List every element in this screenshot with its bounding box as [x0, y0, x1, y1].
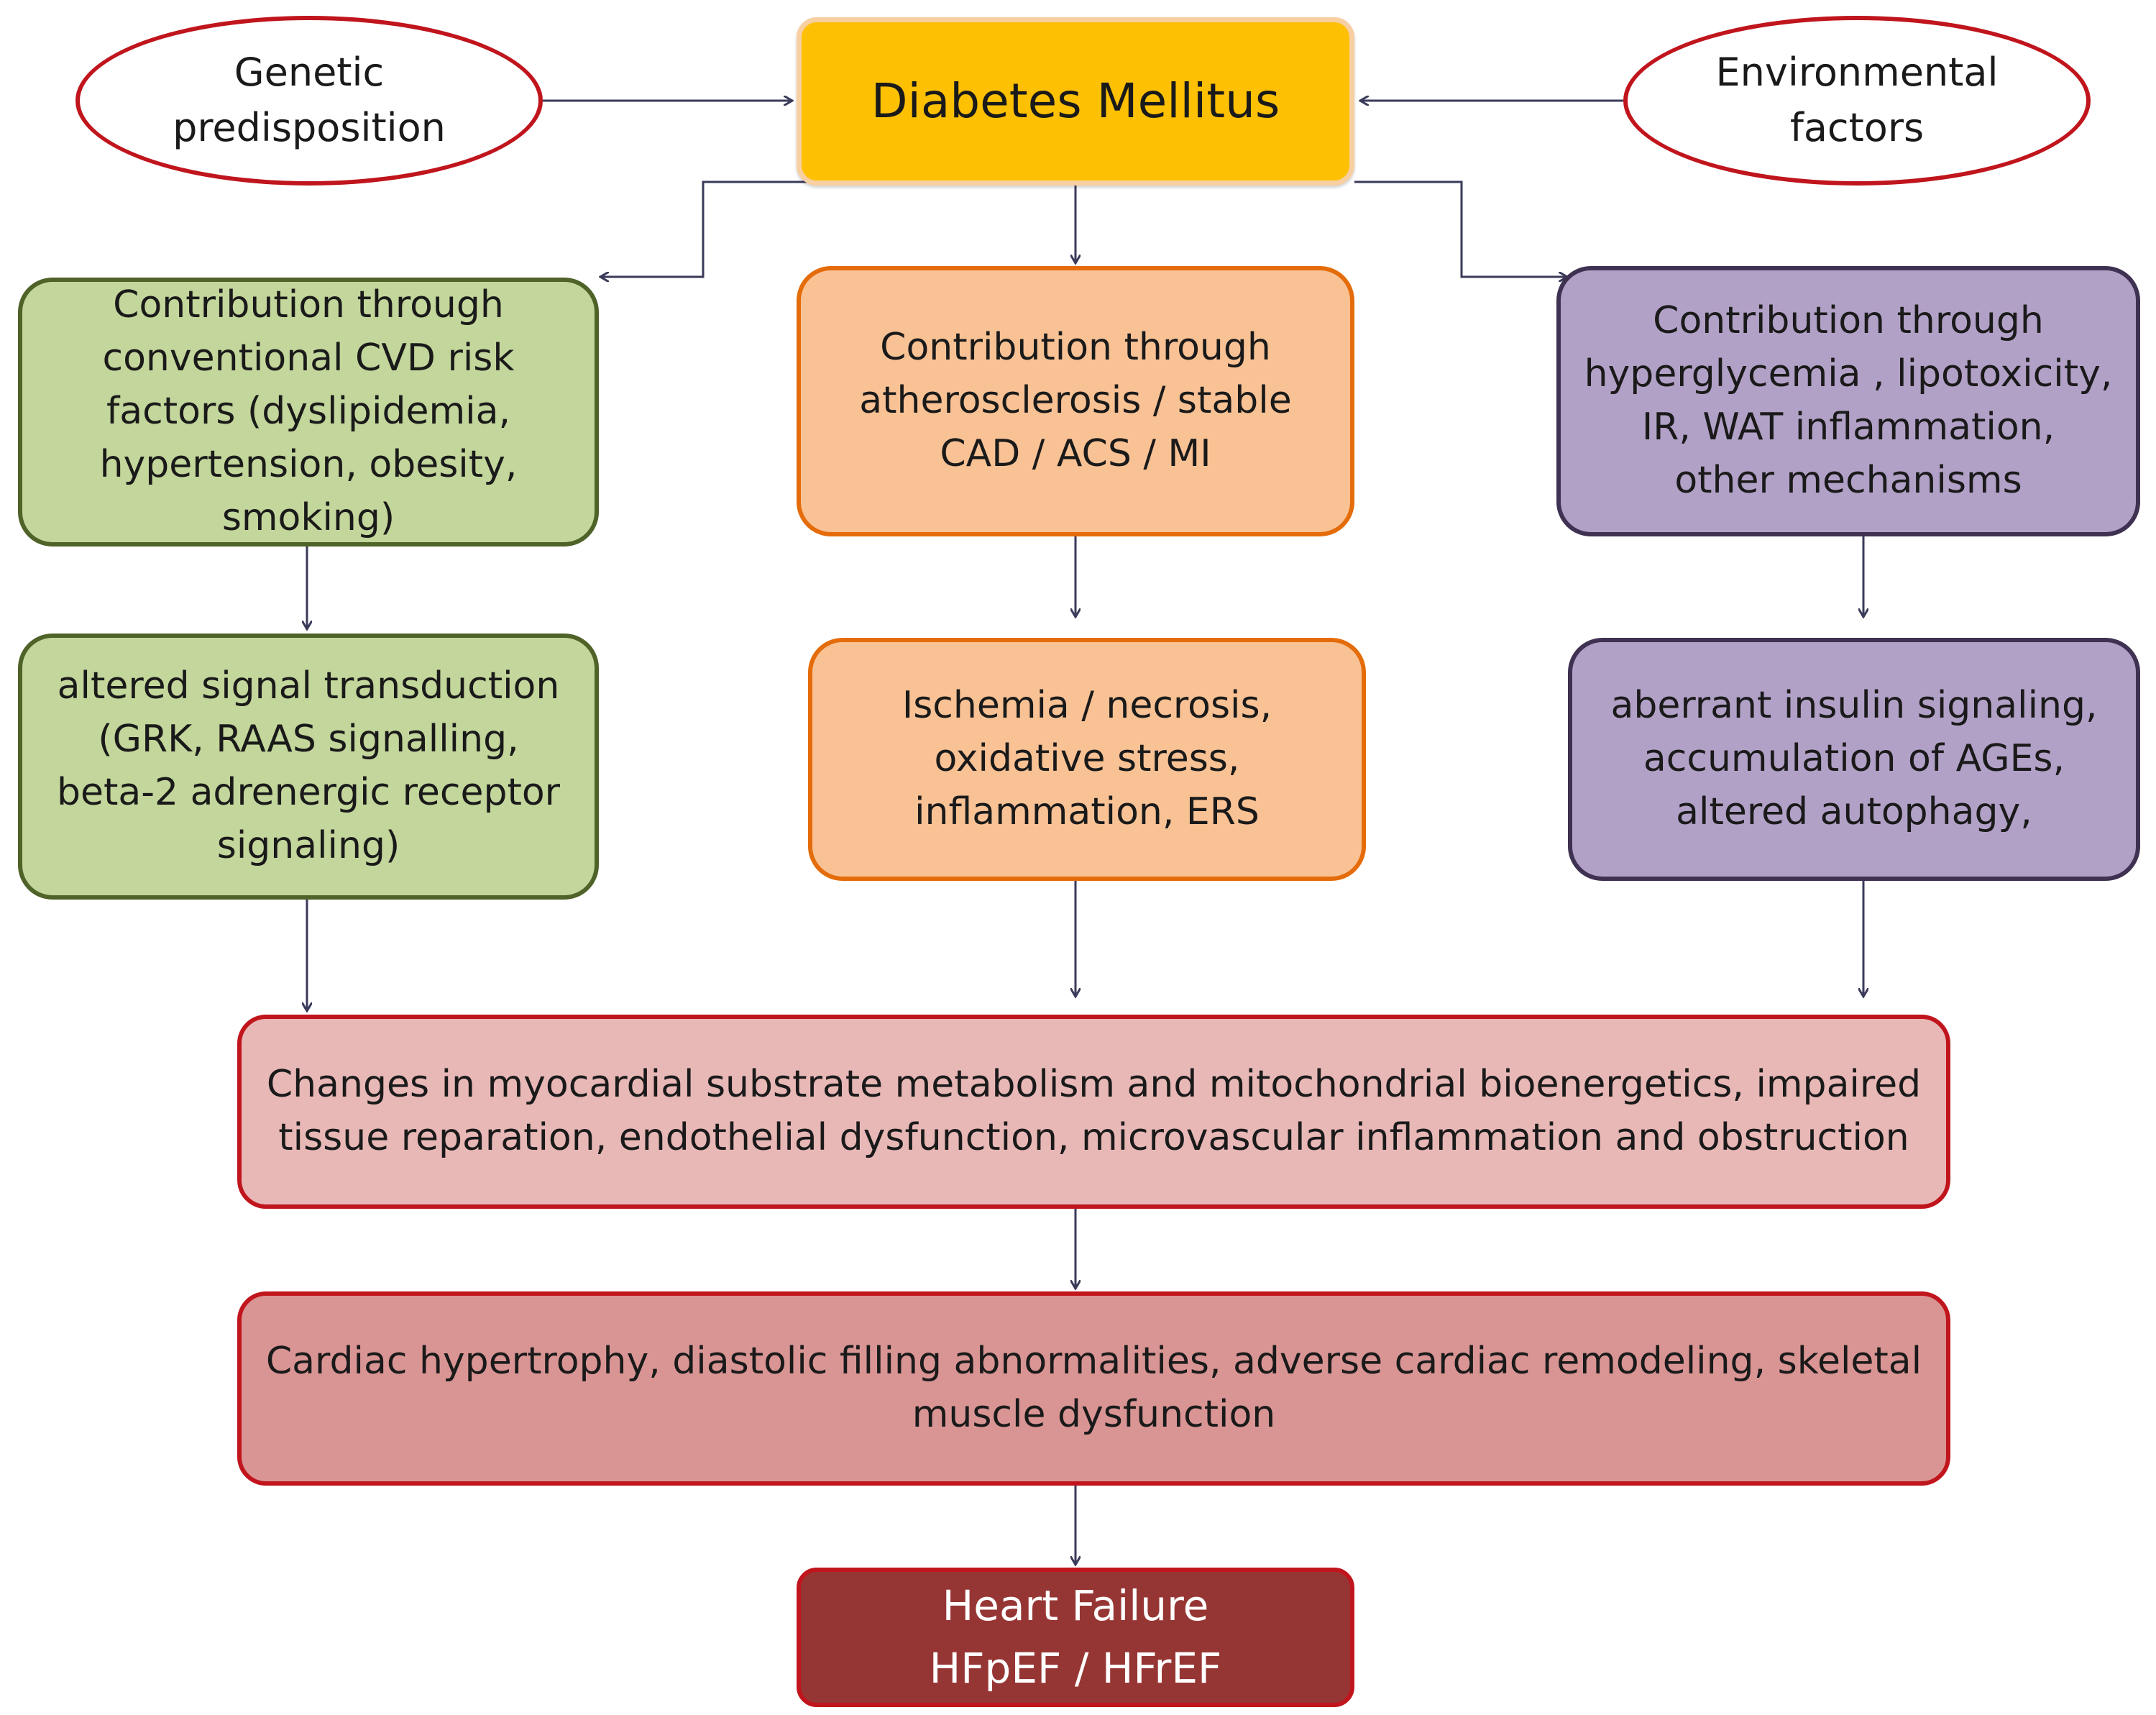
edge-diabetes-to-cvd-risk: [600, 180, 809, 277]
cardiac-remodeling-label: Cardiac hypertrophy, diastolic filling a…: [265, 1340, 1922, 1436]
heart-failure-node: Heart Failure HFpEF / HFrEF: [797, 1568, 1354, 1707]
cardiac-remodeling-node: Cardiac hypertrophy, diastolic filling a…: [237, 1291, 1950, 1486]
ischemia-node: Ischemia / necrosis, oxidative stress, i…: [808, 638, 1366, 881]
diabetes-mellitus-label: Diabetes Mellitus: [871, 73, 1280, 129]
genetic-predisposition-label: Genetic predisposition: [173, 50, 446, 150]
cvd-risk-factors-label: Contribution through conventional CVD ri…: [99, 283, 518, 539]
heart-failure-label: Heart Failure HFpEF / HFrEF: [929, 1581, 1222, 1693]
environmental-factors-node: Environmental factors: [1623, 16, 2091, 186]
signal-transduction-label: altered signal transduction (GRK, RAAS s…: [56, 664, 561, 867]
genetic-predisposition-node: Genetic predisposition: [75, 16, 543, 186]
insulin-signaling-label: aberrant insulin signaling, accumulation…: [1610, 684, 2098, 833]
edge-diabetes-to-hyperglycemia: [1354, 180, 1567, 277]
atherosclerosis-label: Contribution through atherosclerosis / s…: [859, 326, 1292, 475]
insulin-signaling-node: aberrant insulin signaling, accumulation…: [1568, 638, 2140, 881]
signal-transduction-node: altered signal transduction (GRK, RAAS s…: [18, 634, 599, 900]
myocardial-changes-label: Changes in myocardial substrate metaboli…: [266, 1063, 1922, 1159]
ischemia-label: Ischemia / necrosis, oxidative stress, i…: [902, 684, 1272, 833]
environmental-factors-label: Environmental factors: [1715, 50, 1999, 150]
atherosclerosis-node: Contribution through atherosclerosis / s…: [797, 266, 1354, 536]
hyperglycemia-node: Contribution through hyperglycemia , lip…: [1556, 266, 2140, 536]
cvd-risk-factors-node: Contribution through conventional CVD ri…: [18, 278, 599, 546]
diabetes-mellitus-node: Diabetes Mellitus: [797, 17, 1354, 186]
hyperglycemia-label: Contribution through hyperglycemia , lip…: [1584, 299, 2113, 502]
myocardial-changes-node: Changes in myocardial substrate metaboli…: [237, 1015, 1950, 1209]
